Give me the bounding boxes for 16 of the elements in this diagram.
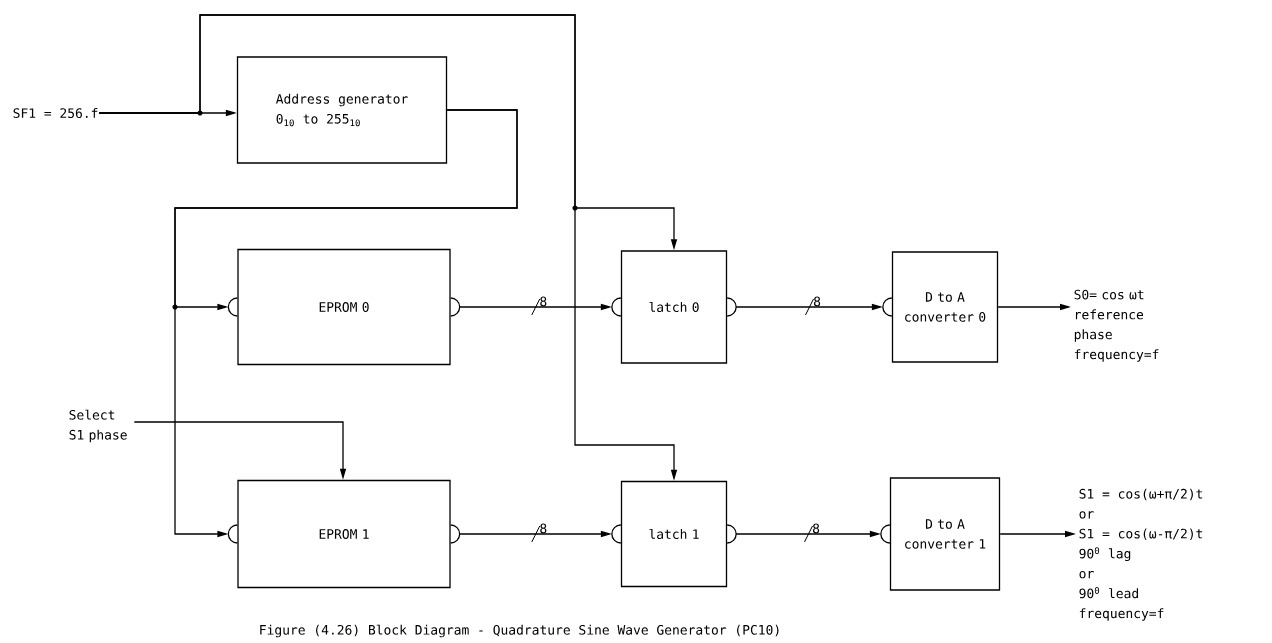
block-box: Address generator 0$_{10}$ to 255$_{10}$ (236, 56, 448, 164)
block-box: D to A converter 1 (880, 477, 1001, 591)
block-box: EPROM 1 (227, 479, 461, 589)
signal-label: S1 = cos(ω+π/2)t or S1 = cos(ω-π/2)t 90$^{0}$ lag or 90$^{0}$ lead frequency=f (1079, 488, 1203, 621)
signal-label: S0= cos ωt reference phase frequency=f (1074, 289, 1159, 362)
edge-label: 8 (540, 523, 547, 534)
block-box: D to A converter 0 (882, 251, 999, 363)
edge-label: 8 (813, 523, 820, 534)
block-box: EPROM 0 (227, 248, 461, 366)
edge-label: 8 (540, 296, 547, 307)
caption: Figure (4.26) Block Diagram - Quadrature Sine Wave Generator (PC10) (260, 624, 779, 638)
signal-label: SF1 = 256.f (13, 108, 98, 118)
signal-label: Select S1 phase (69, 409, 127, 443)
edge-label: 8 (814, 296, 821, 307)
block-box: latch 0 (611, 250, 737, 364)
block-box: latch 1 (611, 480, 737, 588)
